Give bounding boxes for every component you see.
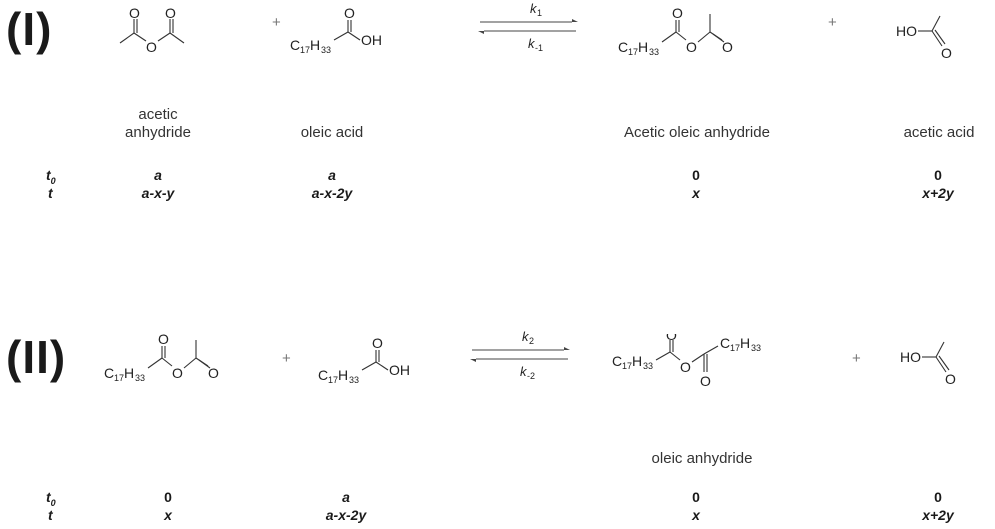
acetic-oleic-anhydride-structure: C 17 H 33 O O O: [618, 6, 733, 57]
oleic-anhydride-structure: C 17 H 33 O O C 17 H 33 O: [612, 334, 761, 389]
plus-1a: +: [272, 14, 281, 31]
svg-text:17: 17: [328, 375, 338, 385]
r1-t-c4: x+2y: [922, 185, 954, 201]
name-oleic-anhydride: oleic anhydride: [651, 450, 753, 467]
svg-text:H: H: [632, 353, 642, 369]
name-acetic-anhydride: acetic anhydride: [125, 106, 191, 141]
atom-o-bridge: O: [146, 39, 157, 55]
svg-text:O: O: [700, 373, 711, 389]
svg-text:2: 2: [529, 336, 534, 346]
atom-o-right: O: [165, 5, 176, 21]
svg-text:C: C: [612, 353, 622, 369]
svg-text:O: O: [672, 6, 683, 21]
r2-t-c3: x: [692, 507, 700, 523]
equilibrium-arrow-2: k 2 k -2: [470, 329, 570, 381]
svg-text:C: C: [318, 367, 328, 383]
svg-text:17: 17: [300, 45, 310, 55]
svg-text:O: O: [722, 39, 733, 55]
rate-k-2: k: [520, 364, 528, 379]
svg-text:H: H: [740, 335, 750, 351]
svg-text:H: H: [124, 365, 134, 381]
svg-text:C: C: [104, 365, 114, 381]
svg-text:1: 1: [537, 8, 542, 18]
svg-text:33: 33: [649, 47, 659, 57]
svg-text:HO: HO: [900, 349, 921, 365]
r2-t-c4: x+2y: [922, 507, 954, 523]
svg-text:O: O: [680, 359, 691, 375]
svg-text:17: 17: [730, 343, 740, 353]
svg-text:-2: -2: [527, 371, 535, 381]
svg-text:O: O: [208, 365, 219, 381]
plus-1b: +: [828, 14, 837, 31]
svg-text:OH: OH: [389, 362, 410, 378]
svg-text:33: 33: [349, 375, 359, 385]
svg-text:C: C: [720, 335, 730, 351]
acetic-oleic-anhydride-reactant-structure: C 17 H 33 O O O: [104, 332, 219, 383]
name-oleic-acid: oleic acid: [300, 124, 364, 141]
svg-text:H: H: [338, 367, 348, 383]
svg-text:O: O: [172, 365, 183, 381]
svg-text:O: O: [344, 8, 355, 21]
svg-text:33: 33: [643, 361, 653, 371]
atom-o-left: O: [129, 5, 140, 21]
oleic-acid-structure: C 17 H 33 O OH: [290, 8, 382, 55]
r2-t0-c4: 0: [934, 489, 942, 505]
r1-t0-c4: 0: [934, 167, 942, 183]
reaction-2-label: (II): [6, 331, 67, 383]
svg-text:O: O: [941, 45, 952, 61]
svg-text:C: C: [618, 39, 628, 55]
svg-text:17: 17: [114, 373, 124, 383]
svg-text:33: 33: [135, 373, 145, 383]
rate-k1: k: [530, 1, 538, 16]
svg-text:-1: -1: [535, 43, 543, 53]
rate-k-1: k: [528, 36, 536, 51]
svg-text:O: O: [666, 334, 677, 343]
svg-text:O: O: [945, 371, 956, 387]
row-label-t0-2: t0: [46, 489, 56, 508]
row-label-t-1: t: [48, 185, 53, 201]
name-acetic-oleic-anhydride: Acetic oleic anhydride: [624, 124, 770, 141]
svg-text:H: H: [638, 39, 648, 55]
name-acetic-acid: acetic acid: [903, 124, 975, 141]
acetic-acid-structure-2: HO O: [900, 341, 956, 387]
row-label-t-2: t: [48, 507, 53, 523]
reaction-1-label: (I): [6, 3, 53, 55]
r2-t0-c1: 0: [164, 489, 172, 505]
rate-k2: k: [522, 329, 530, 344]
r2-t0-c2: a: [342, 489, 350, 505]
svg-text:HO: HO: [896, 23, 917, 39]
r1-t0-c2: a: [328, 167, 336, 183]
oleic-acid-structure-2: C 17 H 33 O OH: [318, 338, 410, 385]
r1-t-c3: x: [692, 185, 700, 201]
r1-t-c2: a-x-2y: [311, 185, 353, 201]
svg-text:33: 33: [751, 343, 761, 353]
svg-text:33: 33: [321, 45, 331, 55]
acetic-anhydride-structure: O O O: [119, 5, 185, 55]
plus-2b: +: [852, 350, 861, 367]
row-label-t0-1: t0: [46, 167, 56, 186]
svg-text:O: O: [158, 332, 169, 347]
r2-t0-c3: 0: [692, 489, 700, 505]
plus-2a: +: [282, 350, 291, 367]
r2-t-c2: a-x-2y: [325, 507, 367, 523]
r1-t-c1: a-x-y: [141, 185, 175, 201]
svg-text:O: O: [686, 39, 697, 55]
svg-text:17: 17: [622, 361, 632, 371]
svg-text:C: C: [290, 37, 300, 53]
r2-t-c1: x: [164, 507, 172, 523]
svg-text:H: H: [310, 37, 320, 53]
acetic-acid-structure: HO O: [896, 15, 952, 61]
svg-text:OH: OH: [361, 32, 382, 48]
equilibrium-arrow-1: k 1 k -1: [478, 1, 578, 53]
r1-t0-c1: a: [154, 167, 162, 183]
svg-text:O: O: [372, 338, 383, 351]
svg-text:17: 17: [628, 47, 638, 57]
r1-t0-c3: 0: [692, 167, 700, 183]
